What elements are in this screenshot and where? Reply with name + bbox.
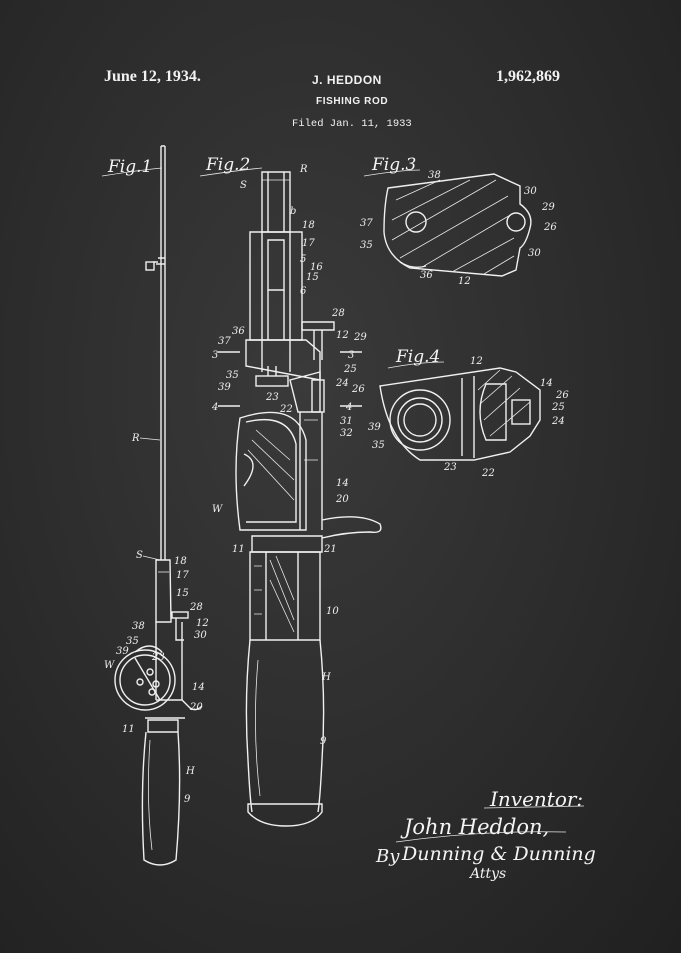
num: 37	[218, 336, 231, 347]
num: 15	[306, 272, 319, 283]
num: 9	[184, 794, 191, 805]
num: 11	[122, 724, 135, 735]
num: 26	[351, 384, 365, 395]
num: 37	[360, 218, 373, 229]
num: W	[104, 660, 115, 671]
num: 12	[458, 276, 471, 287]
num: 20	[189, 702, 203, 713]
figure-1: Fig.1 R S 18 17 15	[101, 145, 209, 866]
num: 35	[226, 370, 239, 381]
num: 38	[132, 621, 145, 632]
num: 14	[192, 682, 205, 693]
num: 28	[331, 308, 345, 319]
fig4-label: Fig.4	[395, 347, 440, 367]
num: 26	[555, 390, 569, 401]
fig2-label: Fig.2	[205, 155, 250, 175]
num: 32	[340, 428, 353, 439]
num: 23	[265, 392, 279, 403]
num: 24	[551, 416, 565, 427]
num: 28	[189, 602, 203, 613]
num: 35	[126, 636, 139, 647]
num: H	[321, 672, 331, 683]
signature-block: Inventor: John Heddon, By Dunning & Dunn…	[375, 787, 596, 882]
num: 29	[541, 202, 555, 213]
attys-label: Attys	[468, 866, 506, 882]
num: H	[185, 766, 195, 777]
patent-date: June 12, 1934.	[104, 68, 201, 85]
num: 38	[428, 170, 441, 181]
num: 22	[481, 468, 495, 479]
num: 10	[326, 606, 339, 617]
num: 17	[302, 238, 315, 249]
num: S	[136, 550, 143, 561]
num: 21	[323, 544, 337, 555]
figure-2: Fig.2	[199, 155, 382, 827]
num: 20	[335, 494, 349, 505]
num: 31	[340, 416, 353, 427]
fig1-label: Fig.1	[107, 157, 152, 177]
inventor-name: J. HEDDON	[312, 73, 382, 87]
num: 39	[218, 382, 231, 393]
num: 25	[343, 364, 357, 375]
figure-3: Fig.3 38 30 29 37 26 35 36 12 30	[360, 155, 557, 287]
num: 24	[335, 378, 349, 389]
num: 11	[232, 544, 245, 555]
num: 5	[300, 254, 306, 265]
num: 15	[176, 588, 189, 599]
num: S	[240, 180, 247, 191]
num: 12	[336, 330, 349, 341]
num: 14	[336, 478, 349, 489]
num: 14	[540, 378, 553, 389]
num: 25	[551, 402, 565, 413]
num: 18	[302, 220, 315, 231]
num: 17	[176, 570, 189, 581]
num: 23	[443, 462, 457, 473]
num: 39	[116, 646, 129, 657]
num: 35	[360, 240, 373, 251]
num: 30	[194, 630, 207, 641]
num: R	[299, 164, 308, 175]
patent-number: 1,962,869	[496, 68, 560, 85]
num: 22	[279, 404, 293, 415]
num: 3	[348, 350, 354, 361]
num: 12	[196, 618, 209, 629]
num: 4	[211, 402, 218, 413]
attorneys-signature: Dunning & Dunning	[401, 843, 596, 865]
fig3-label: Fig.3	[371, 155, 416, 175]
num: 23	[151, 652, 165, 663]
num: 3	[212, 350, 218, 361]
num: 6	[300, 286, 307, 297]
num: 36	[420, 270, 433, 281]
filed-date: Filed Jan. 11, 1933	[292, 118, 412, 130]
num: 36	[232, 326, 245, 337]
num: 12	[470, 356, 483, 367]
num: 4	[345, 402, 352, 413]
num: b	[290, 206, 296, 217]
patent-title: FISHING ROD	[316, 96, 389, 107]
num: 26	[543, 222, 557, 233]
num: R	[131, 433, 140, 444]
num: 9	[320, 736, 327, 747]
inventor-signature: John Heddon,	[400, 815, 549, 839]
num: 30	[528, 248, 541, 259]
figure-4: Fig.4 12 14 26 25 39 24 35 23 22	[368, 347, 569, 479]
num: 30	[524, 186, 537, 197]
num: 35	[372, 440, 385, 451]
num: 39	[368, 422, 381, 433]
num: W	[212, 504, 223, 515]
num: 16	[310, 262, 323, 273]
by-label: By	[375, 846, 400, 867]
num: 18	[174, 556, 187, 567]
num: 29	[353, 332, 367, 343]
